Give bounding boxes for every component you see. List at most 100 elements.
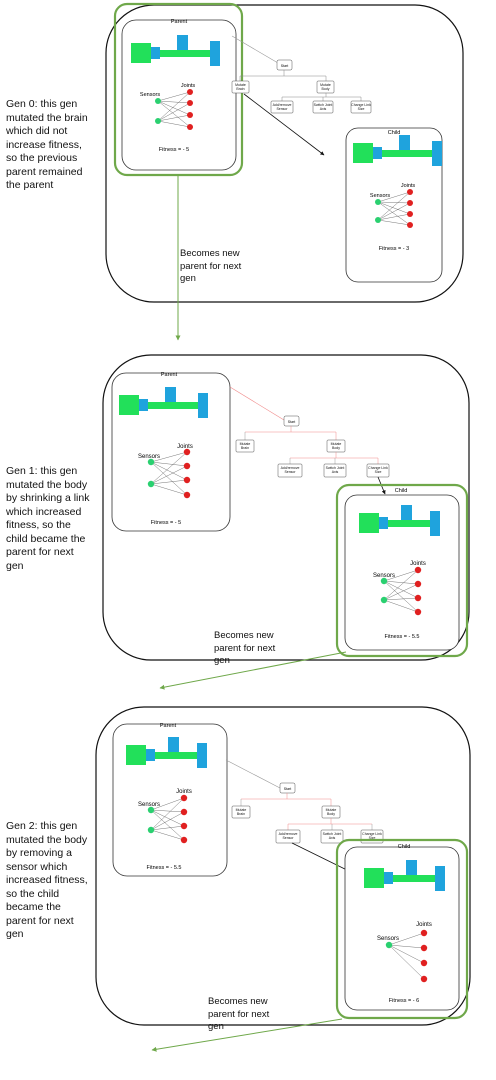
gen2-child-sensors-label: Sensors [377, 936, 399, 942]
gen2-child-fitness: Fitness = - 6 [389, 998, 419, 1004]
gen1-child-sensor [380, 596, 388, 604]
gen1-node-mutate-brain [235, 439, 255, 453]
gen2-child-joint [420, 929, 428, 937]
gen2-description: Gen 2: this gen mutated the body by remo… [6, 820, 88, 940]
gen1-child-network [383, 569, 419, 613]
gen1-child-title: Child [395, 488, 408, 494]
gen2-edge [225, 759, 281, 789]
gen2-parent-sensors-label: Sensors [138, 802, 160, 808]
gen2-node-mutate-brain-label: Mutate Brain [235, 808, 247, 816]
gen2-node-add-remove-sensor-label: Add/remove Sensor [278, 832, 298, 840]
gen1-edge [229, 386, 285, 421]
gen2-child-joint [420, 975, 428, 983]
gen0-node-change-link-size [350, 100, 372, 114]
gen2-next-arrow [151, 1018, 343, 1052]
gen0-group: Parent Sensors Joints Fitness = - 5 Star… [105, 2, 464, 341]
gen0-child-sensor [375, 217, 381, 223]
gen2-frame [95, 706, 471, 1026]
gen0-child-joint [407, 211, 413, 217]
gen1-child-joint [414, 594, 422, 602]
gen1-child-sensors-label: Sensors [373, 573, 395, 579]
gen1-parent-sensor [147, 458, 155, 466]
gen0-parent-joints-label: Joints [181, 83, 196, 89]
gen1-node-start-label: Start [288, 420, 295, 424]
gen0-frame [105, 4, 464, 303]
gen1-node-switch-joint-axis-label: Switch Joint Axis [325, 466, 345, 474]
gen2-child-highlight [335, 838, 469, 1020]
gen1-parent-joint [183, 448, 191, 456]
gen2-child-network [388, 932, 425, 980]
gen0-child-joints-label: Joints [401, 183, 416, 189]
gen1-child-highlight [335, 483, 469, 658]
gen0-description: Gen 0: this gen mutated the brain which … [6, 98, 88, 191]
gen2-node-change-link-size-label: Change Link Size [362, 832, 382, 840]
gen0-child-box [345, 127, 443, 283]
gen1-node-start [283, 415, 300, 427]
gen1-node-switch-joint-axis [323, 463, 347, 478]
gen1-child-joint [414, 580, 422, 588]
gen1-child-joints-label: Joints [410, 561, 426, 567]
gen0-node-mutate-body-label: Mutate Body [320, 83, 331, 91]
gen1-parent-sensor [147, 480, 155, 488]
gen2-parent-sensor [147, 826, 155, 834]
gen0-parent-title: Parent [171, 19, 188, 25]
gen0-node-add-remove-sensor-label: Add/remove Sensor [272, 103, 292, 111]
gen0-node-switch-joint-axis [312, 100, 334, 114]
gen0-child-network [377, 191, 411, 226]
gen2-child-title: Child [398, 844, 411, 850]
gen2-parent-joint [180, 794, 188, 802]
gen0-child-joint [407, 189, 413, 195]
gen1-parent-joint [183, 491, 191, 499]
gen1-node-mutate-body-label: Mutate Body [330, 442, 342, 450]
gen1-child-sensor [380, 577, 388, 585]
gen2-parent-joint [180, 836, 188, 844]
gen0-child-joint [407, 222, 413, 228]
gen1-frame [102, 354, 470, 661]
gen0-node-start-label: Start [281, 64, 288, 68]
gen2-child-joint [420, 959, 428, 967]
gen0-parent-sensors-label: Sensors [140, 92, 160, 98]
gen0-child-sensors-label: Sensors [370, 193, 390, 199]
gen1-node-change-link-size-label: Change Link Size [368, 466, 388, 474]
gen2-node-switch-joint-axis [320, 829, 344, 844]
gen2-child-joint [420, 944, 428, 952]
gen0-child-fitness: Fitness = - 3 [379, 246, 409, 252]
gen2-mutation-arrow [291, 842, 356, 875]
gen0-parent-sensor [155, 98, 161, 104]
gen1-description: Gen 1: this gen mutated the body by shri… [6, 465, 90, 572]
gen2-node-start-label: Start [284, 787, 291, 791]
gen1-node-add-remove-sensor-label: Add/remove Sensor [280, 466, 300, 474]
gen2-becomes-parent-label: Becomes new parent for next gen [208, 996, 270, 1032]
gen1-to-gen2-arrow [159, 651, 347, 690]
gen0-parent-sensor [155, 118, 161, 124]
gen2-node-mutate-brain [231, 805, 251, 819]
gen2-node-add-remove-sensor [275, 829, 301, 844]
gen0-node-switch-joint-axis-label: Switch Joint Axis [313, 103, 333, 111]
gen1-child-joint [414, 608, 422, 616]
gen0-parent-joint [187, 112, 193, 118]
gen0-parent-network [157, 91, 191, 128]
gen0-node-mutate-brain-label: Mutate Brain [235, 83, 246, 91]
gen2-node-start [279, 782, 296, 794]
gen2-parent-sensor [147, 806, 155, 814]
gen0-mutation-arrow [243, 93, 325, 156]
gen2-group: Parent Sensors Joints Fitness = - 5.5 St… [95, 706, 471, 1052]
gen2-parent-joint [180, 808, 188, 816]
gen0-node-change-link-size-label: Change Link Size [351, 103, 371, 111]
gen0-node-start [276, 59, 293, 71]
gen1-parent-joints-label: Joints [177, 444, 193, 450]
gen0-parent-joint [187, 124, 193, 130]
gen1-parent-fitness: Fitness = - 5 [151, 520, 181, 526]
gen2-parent-fitness: Fitness = - 5.5 [146, 865, 181, 871]
gen1-parent-joint [183, 476, 191, 484]
gen1-parent-title: Parent [161, 372, 178, 378]
gen2-node-switch-joint-axis-label: Switch Joint Axis [322, 832, 342, 840]
gen1-parent-sensors-label: Sensors [138, 454, 160, 460]
gen2-parent-joints-label: Joints [176, 789, 192, 795]
gen1-becomes-parent-label: Becomes new parent for next gen [214, 630, 276, 666]
gen2-parent-joint [180, 822, 188, 830]
gen0-node-mutate-body [316, 80, 335, 94]
gen0-edge [231, 35, 279, 64]
gen2-parent-network [150, 797, 185, 841]
